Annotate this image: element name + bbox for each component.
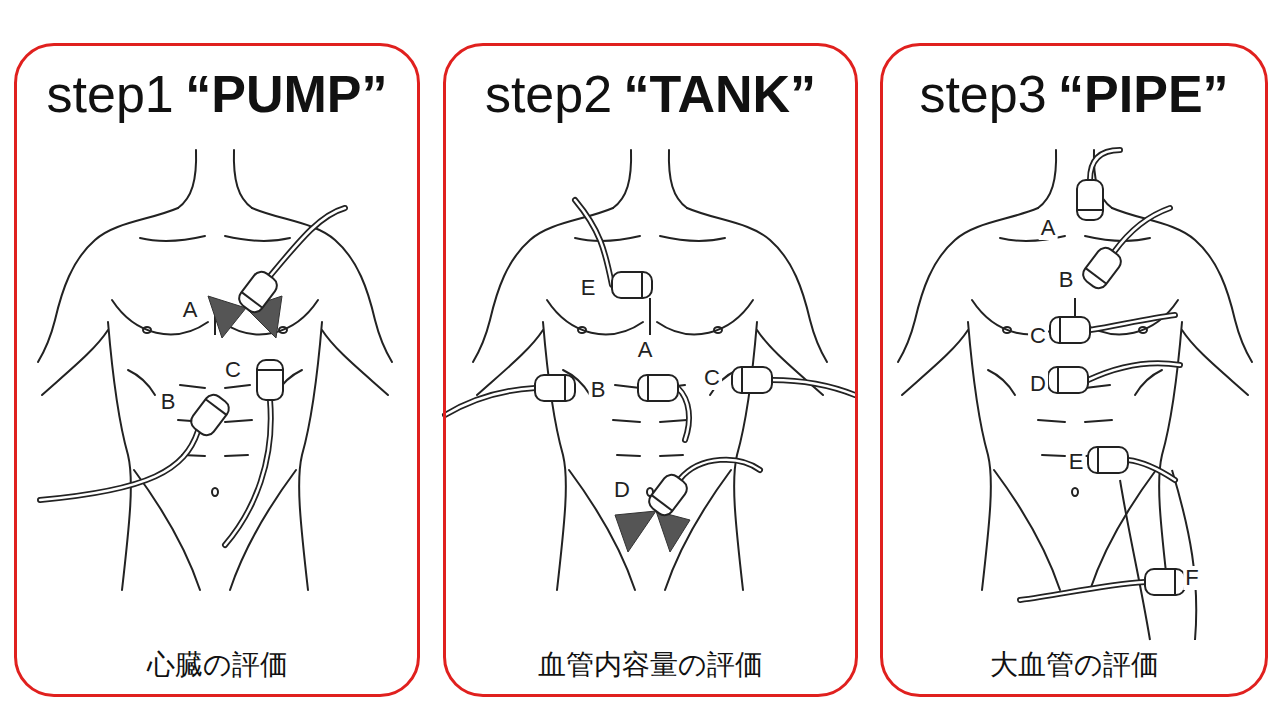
ultrasound-probe — [1145, 569, 1185, 595]
step-number: step2 — [485, 65, 612, 125]
step-number: step3 — [919, 65, 1046, 125]
step-title: step3“PIPE” — [883, 65, 1265, 125]
position-letter: D — [612, 478, 632, 502]
position-letter: E — [1067, 450, 1086, 474]
ultrasound-probe — [612, 272, 652, 298]
position-letter: F — [1183, 566, 1200, 590]
ultrasound-probe — [236, 268, 281, 316]
step-title: step2“TANK” — [446, 65, 855, 125]
step-panel: step2“TANK” 血管内容量の評価 — [443, 43, 858, 697]
ultrasound-probe — [1048, 367, 1088, 393]
ultrasound-probe — [1050, 317, 1090, 343]
ultrasound-probe — [732, 367, 772, 393]
ultrasound-beam — [208, 296, 690, 552]
step-title: step1“PUMP” — [17, 65, 417, 125]
position-letter: B — [1057, 268, 1076, 292]
step-keyword: “PUMP” — [185, 65, 387, 125]
position-letter: C — [702, 366, 722, 390]
step-keyword: “TANK” — [624, 65, 817, 125]
probe-cable — [40, 150, 1180, 600]
position-letter: A — [636, 338, 655, 362]
position-letter: E — [579, 276, 598, 300]
ultrasound-probe — [646, 471, 691, 519]
step-panel: step1“PUMP” 心臓の評価 — [14, 43, 420, 697]
position-letter: A — [1039, 216, 1058, 240]
position-letter: D — [1028, 372, 1048, 396]
ultrasound-beam — [615, 511, 656, 552]
position-letter: B — [589, 378, 608, 402]
probe-cable — [40, 150, 1180, 600]
step-panel: step3“PIPE” 大血管の評価 — [880, 43, 1268, 697]
torso-drawing — [898, 150, 1252, 590]
ultrasound-probe — [188, 180, 1185, 595]
position-letter: C — [223, 358, 243, 382]
ultrasound-probe — [535, 375, 575, 401]
panel-caption: 血管内容量の評価 — [446, 648, 855, 682]
torso-drawing — [473, 150, 827, 590]
ultrasound-beam — [656, 511, 690, 552]
ultrasound-probe — [1077, 180, 1103, 220]
ultrasound-probe — [257, 360, 283, 400]
position-letter: C — [1028, 324, 1048, 348]
step-number: step1 — [47, 65, 174, 125]
ultrasound-probe — [638, 375, 678, 401]
panel-caption: 心臓の評価 — [17, 648, 417, 682]
panel-caption: 大血管の評価 — [883, 648, 1265, 682]
position-letter: B — [159, 390, 178, 414]
torso-drawing — [38, 150, 392, 590]
position-letter: A — [181, 298, 200, 322]
step-keyword: “PIPE” — [1058, 65, 1229, 125]
ultrasound-probe — [1080, 244, 1125, 292]
ultrasound-probe — [1088, 447, 1128, 473]
leg-drawing — [1120, 470, 1196, 640]
ultrasound-probe — [188, 391, 233, 439]
